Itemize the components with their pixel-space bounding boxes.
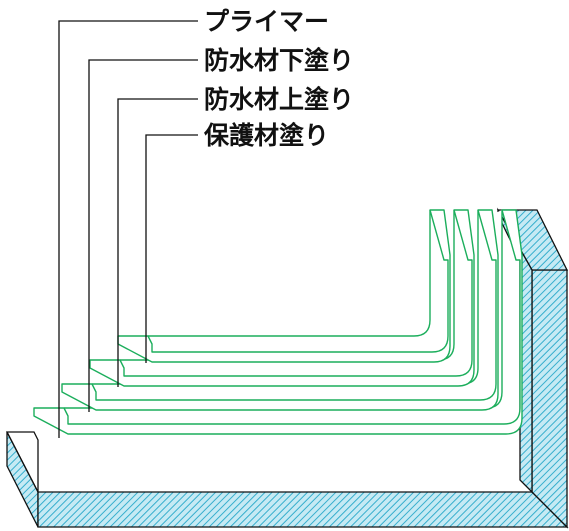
label-waterproof-undercoat: 防水材下塗り — [204, 46, 354, 75]
layer-primer — [33, 209, 523, 435]
concrete-substrate — [5, 207, 569, 529]
label-waterproof-topcoat: 防水材上塗り — [204, 85, 354, 114]
substrate-floor-top — [5, 431, 39, 493]
layer-protective-coat-tread — [148, 210, 431, 337]
layer-waterproof-topcoat — [89, 209, 475, 387]
substrate-floor-front — [6, 431, 39, 528]
leader-line-undercoat — [88, 59, 198, 412]
leader-line-topcoat — [117, 98, 198, 387]
coating-layers — [33, 209, 523, 435]
label-primer: プライマー — [204, 7, 329, 36]
substrate-floor-bottom-face — [37, 491, 569, 528]
labels: プライマー 防水材下塗り 防水材上塗り 保護材塗り — [203, 7, 354, 150]
substrate-wall-front — [531, 269, 568, 529]
layer-protective-coat — [117, 209, 451, 363]
layer-waterproof-undercoat — [61, 209, 499, 411]
label-protective-coat: 保護材塗り — [203, 121, 329, 150]
leader-line-primer — [58, 20, 198, 438]
leader-lines — [58, 20, 198, 438]
leader-line-protective — [145, 134, 198, 363]
